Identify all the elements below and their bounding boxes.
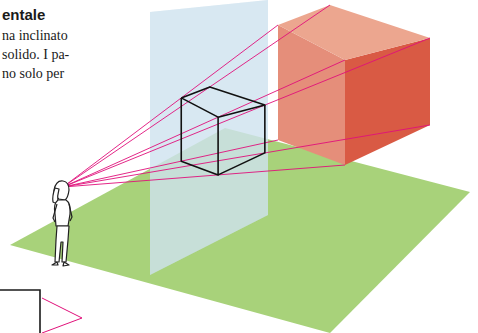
observer-torso xyxy=(54,200,70,226)
outline-fragment xyxy=(0,290,40,333)
observer-figure xyxy=(52,181,72,266)
second-figure-fragment xyxy=(0,290,82,333)
observer-arms xyxy=(53,204,72,222)
visual-ray xyxy=(63,165,345,187)
observer-legs xyxy=(55,226,69,262)
visual-ray xyxy=(63,60,345,187)
house-solid xyxy=(278,5,430,165)
visual-ray xyxy=(63,140,278,187)
ray-fragment xyxy=(42,298,82,333)
house-roof xyxy=(278,5,430,60)
visual-ray xyxy=(63,25,278,187)
visual-ray xyxy=(63,38,430,187)
projected-edge xyxy=(181,98,218,175)
visual-ray xyxy=(63,5,330,187)
body-text-line: solido. I pa- xyxy=(2,47,69,63)
observer-feet xyxy=(52,262,69,266)
body-text-line: na inclinato xyxy=(2,28,68,44)
projected-edge xyxy=(218,105,265,175)
projected-edge xyxy=(181,87,265,117)
section-heading: entale xyxy=(2,6,45,23)
house-front-wall xyxy=(345,38,430,165)
visual-rays xyxy=(63,5,430,187)
body-text-line: no solo per xyxy=(2,66,64,82)
picture-plane xyxy=(150,0,268,275)
picture-plane-overlay xyxy=(150,0,268,275)
projected-outline xyxy=(181,87,265,175)
visual-ray xyxy=(63,125,430,187)
